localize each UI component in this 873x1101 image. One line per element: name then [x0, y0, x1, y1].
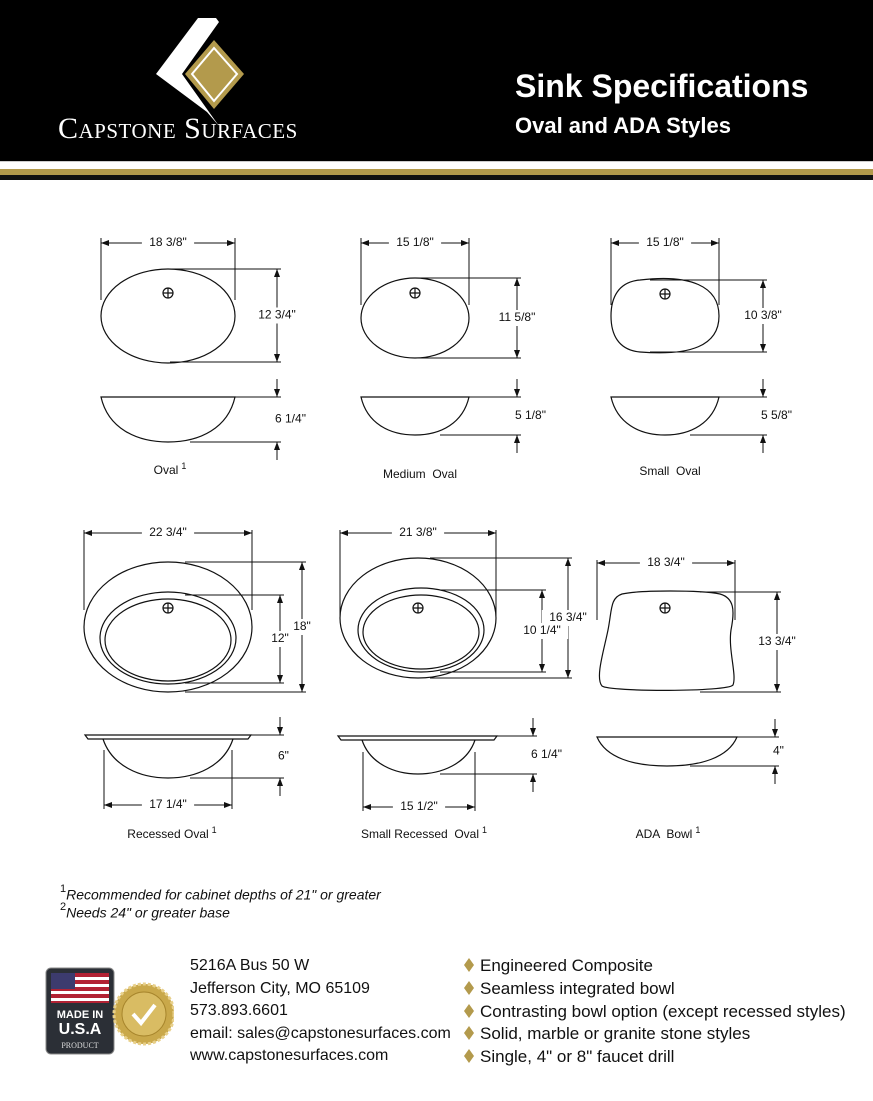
- ada-bowl-side-view: [596, 736, 738, 767]
- feature-item: Solid, marble or granite stone styles: [464, 1023, 846, 1046]
- footnote-mark: 1: [60, 883, 67, 895]
- divider-gold: [0, 169, 873, 175]
- divider-black: [0, 175, 873, 180]
- phone[interactable]: 573.893.6601: [190, 1002, 288, 1019]
- small-oval-length-label: 10 3/8": [744, 308, 782, 322]
- medium-oval-width-label: 15 1/8": [396, 235, 434, 249]
- feature-item: Engineered Composite: [464, 955, 846, 978]
- small-recessed-oval-top-view: [339, 557, 497, 679]
- divider-white: [0, 161, 873, 169]
- medium-oval-side-view: [360, 396, 470, 436]
- brand-name: Capstone Surfaces: [58, 112, 298, 145]
- page-title: Sink Specifications: [515, 68, 809, 104]
- address-line-1: 5216A Bus 50 W: [190, 957, 310, 974]
- small-oval-width-label: 15 1/8": [646, 235, 684, 249]
- website[interactable]: www.capstonesurfaces.com: [190, 1047, 389, 1064]
- capstone-logo: [156, 18, 244, 126]
- feature-item: Single, 4" or 8" faucet drill: [464, 1046, 846, 1069]
- page-subtitle: Oval and ADA Styles: [515, 113, 731, 138]
- medium-oval-top-view: [360, 277, 470, 359]
- recessed-oval-depth-label: 6": [278, 749, 289, 763]
- badges: MADE IN U.S.A PRODUCT: [44, 966, 176, 1063]
- medium-oval-length-label: 11 5/8": [499, 310, 536, 324]
- small-recessed-bowl-length-label: 10 1/4": [523, 623, 561, 637]
- small-recessed-length-label: 16 3/4": [549, 610, 587, 624]
- small-recessed-oval-side-view: [336, 735, 499, 775]
- contact-info: 5216A Bus 50 W Jefferson City, MO 65109 …: [190, 955, 451, 1068]
- footnote-1: 1Recommended for cabinet depths of 21" o…: [60, 883, 381, 903]
- header-banner: Capstone Surfaces Sink Specifications Ov…: [0, 0, 873, 161]
- footnote-text: Recommended for cabinet depths of 21" or…: [66, 886, 381, 903]
- small-oval-top-view: [610, 277, 720, 354]
- diamond-bullet-icon: [464, 1026, 474, 1041]
- small-recessed-depth-label: 6 1/4": [531, 747, 562, 761]
- recessed-oval-top-view: [83, 561, 253, 693]
- ada-bowl-top-view: [598, 590, 735, 691]
- oval-length-label: 12 3/4": [258, 308, 296, 322]
- svg-text:PRODUCT: PRODUCT: [61, 1041, 98, 1050]
- ada-depth-label: 4": [773, 744, 784, 758]
- feature-text: Solid, marble or granite stone styles: [480, 1024, 751, 1044]
- recessed-oval-bowl-length-label: 12": [271, 631, 289, 645]
- small-recessed-width-label: 21 3/8": [399, 525, 437, 539]
- email[interactable]: email: sales@capstonesurfaces.com: [190, 1024, 451, 1042]
- footnote-text: Needs 24" or greater base: [66, 904, 230, 921]
- footnote-2: 2Needs 24" or greater base: [60, 901, 230, 921]
- diamond-bullet-icon: [464, 958, 474, 972]
- recessed-oval-length-label: 18": [293, 619, 311, 633]
- feature-item: Seamless integrated bowl: [464, 978, 846, 1001]
- address-line-2: Jefferson City, MO 65109: [190, 979, 370, 997]
- feature-text: Engineered Composite: [480, 956, 653, 975]
- quality-seal: [112, 982, 176, 1046]
- recessed-oval-side-view: [83, 734, 253, 779]
- recessed-oval-width-label: 22 3/4": [149, 525, 187, 539]
- feature-item: Contrasting bowl option (except recessed…: [464, 1001, 846, 1024]
- medium-oval-depth-label: 5 1/8": [515, 408, 546, 422]
- made-in-usa-badge: MADE IN U.S.A PRODUCT: [45, 967, 176, 1055]
- footnote-mark: 2: [60, 901, 67, 913]
- feature-text: Seamless integrated bowl: [480, 978, 675, 998]
- oval-width-label: 18 3/8": [149, 235, 187, 249]
- oval-depth-label: 6 1/4": [275, 412, 306, 426]
- oval-side-view: [100, 396, 236, 443]
- oval-top-view: [100, 268, 236, 364]
- svg-text:U.S.A: U.S.A: [59, 1021, 102, 1038]
- feature-text: Single, 4" or 8" faucet drill: [480, 1047, 675, 1067]
- small-recessed-bowl-width-label: 15 1/2": [400, 799, 438, 813]
- small-oval-depth-label: 5 5/8": [761, 408, 792, 422]
- diamond-bullet-icon: [464, 980, 474, 995]
- recessed-oval-bowl-width-label: 17 1/4": [149, 797, 187, 811]
- sink-caption: Small Oval: [639, 464, 700, 478]
- svg-text:MADE IN: MADE IN: [57, 1009, 104, 1021]
- ada-width-label: 18 3/4": [647, 555, 685, 569]
- diamond-bullet-icon: [464, 1049, 474, 1064]
- ada-length-label: 13 3/4": [758, 634, 796, 648]
- diamond-bullet-icon: [464, 1003, 474, 1018]
- small-oval-side-view: [610, 396, 720, 436]
- sink-caption: Medium Oval: [383, 467, 457, 481]
- feature-text: Contrasting bowl option (except recessed…: [480, 1001, 846, 1021]
